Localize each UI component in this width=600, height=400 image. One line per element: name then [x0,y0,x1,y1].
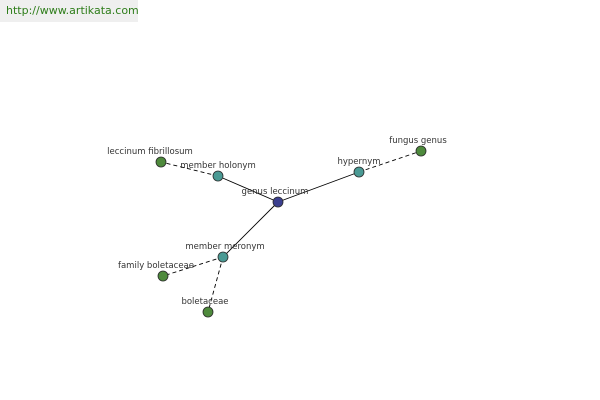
node-label-leccinum-fibrillosum: leccinum fibrillosum [107,147,193,157]
node-boletaceae[interactable]: boletaceae [181,297,229,318]
node-dot-hypernym[interactable] [353,166,365,178]
node-dot-member-meronym[interactable] [217,251,229,263]
node-dot-genus-leccinum[interactable] [272,196,284,208]
source-url[interactable]: http://www.artikata.com [6,4,139,17]
node-dot-fungus-genus[interactable] [415,145,427,157]
node-label-hypernym: hypernym [337,157,380,167]
source-url-banner: http://www.artikata.com [0,0,139,22]
node-dot-leccinum-fibrillosum[interactable] [155,156,167,168]
node-member-holonym[interactable]: member holonym [180,161,256,182]
edge-member-holonym-to-leccinum-fibrillosum [160,161,219,177]
node-label-boletaceae: boletaceae [181,297,228,307]
edge-member-meronym-to-boletaceae [207,256,224,313]
edge-genus-leccinum-to-member-holonym [217,175,279,203]
edge-genus-leccinum-to-hypernym [277,171,360,203]
edge-member-meronym-to-family-boletaceae [162,256,224,277]
node-dot-boletaceae[interactable] [202,306,214,318]
node-leccinum-fibrillosum[interactable]: leccinum fibrillosum [107,147,193,168]
node-label-fungus-genus: fungus genus [389,136,447,146]
nodes-layer: genus leccinum member holonym hypernym memb… [107,136,447,318]
edge-hypernym-to-fungus-genus [358,150,422,173]
node-family-boletaceae[interactable]: family boletaceae [118,261,194,282]
node-label-family-boletaceae: family boletaceae [118,261,194,271]
node-fungus-genus[interactable]: fungus genus [389,136,447,157]
edge-genus-leccinum-to-member-meronym [222,201,279,258]
edges-layer [160,150,422,313]
node-member-meronym[interactable]: member meronym [185,242,265,263]
node-label-member-meronym: member meronym [185,242,264,252]
node-dot-family-boletaceae[interactable] [157,270,169,282]
node-hypernym[interactable]: hypernym [337,157,381,178]
node-genus-leccinum[interactable]: genus leccinum [242,187,309,208]
node-label-member-holonym: member holonym [180,161,255,171]
node-label-genus-leccinum: genus leccinum [242,187,309,197]
node-dot-member-holonym[interactable] [212,170,224,182]
